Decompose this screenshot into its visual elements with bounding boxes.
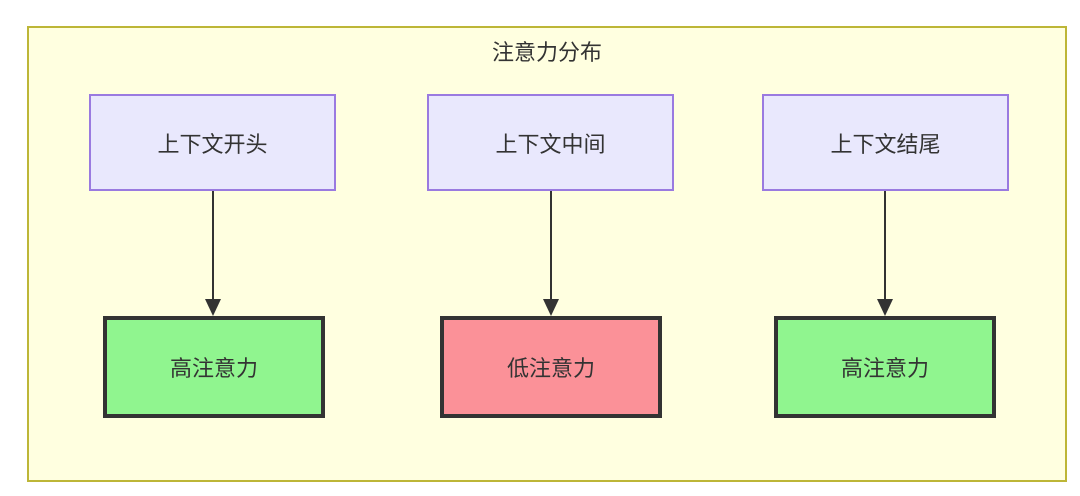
node-high-attention-start[interactable]: 高注意力 — [103, 316, 325, 418]
diagram-title: 注意力分布 — [491, 40, 602, 65]
node-context-middle[interactable]: 上下文中间 — [427, 94, 674, 191]
node-context-start[interactable]: 上下文开头 — [89, 94, 336, 191]
node-high-attention-start-label: 高注意力 — [169, 356, 258, 381]
node-low-attention-middle-label: 低注意力 — [506, 356, 595, 381]
edge-context-middle-to-low-attention — [540, 191, 562, 317]
node-context-end-label: 上下文结尾 — [830, 131, 941, 157]
node-context-middle-label: 上下文中间 — [495, 131, 606, 157]
arrow-down-icon — [205, 191, 221, 316]
node-high-attention-end[interactable]: 高注意力 — [774, 316, 996, 418]
node-context-start-label: 上下文开头 — [157, 131, 268, 157]
node-high-attention-end-label: 高注意力 — [840, 356, 929, 381]
edge-context-end-to-high-attention — [874, 191, 896, 317]
arrow-down-icon — [877, 191, 893, 316]
arrow-down-icon — [543, 191, 559, 316]
edge-context-start-to-high-attention — [202, 191, 224, 317]
node-context-end[interactable]: 上下文结尾 — [762, 94, 1009, 191]
node-low-attention-middle[interactable]: 低注意力 — [440, 316, 662, 418]
